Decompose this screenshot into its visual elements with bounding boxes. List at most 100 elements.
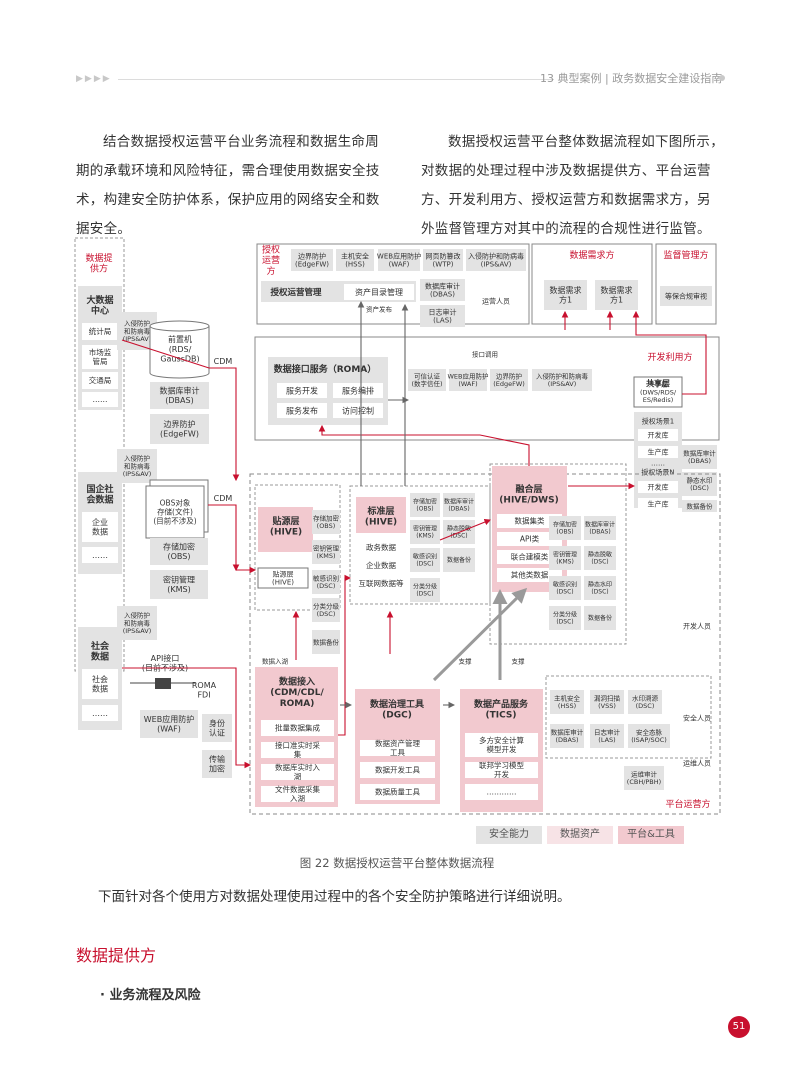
svg-text:等保合规审视: 等保合规审视 — [665, 291, 707, 300]
std-layer-frame — [349, 485, 491, 605]
svg-text:边界防护(EdgeFW): 边界防护(EdgeFW) — [493, 371, 525, 388]
svg-text:…………: ………… — [487, 788, 517, 797]
developer-person-label: 开发人员 — [683, 621, 711, 630]
obs-box — [149, 479, 209, 533]
svg-text:入侵防护和防病毒(IPS&AV): 入侵防护和防病毒(IPS&AV) — [123, 318, 152, 343]
auth-op-mgmt-row — [261, 281, 416, 302]
header-dot — [719, 75, 725, 81]
supervise-title: 监督管理方 — [663, 249, 708, 261]
dev-lib-box: 开发库 — [638, 429, 678, 441]
svg-text:存储加密(OBS): 存储加密(OBS) — [413, 498, 437, 513]
fuse-layer-title: 融合层(HIVE/DWS) — [499, 483, 558, 506]
svg-text:服务编排: 服务编排 — [342, 385, 374, 395]
frontend-db-label: 前置机(RDS/GaussDB) — [160, 334, 199, 363]
ops-person-label: 运维人员 — [683, 758, 711, 767]
share-scene-stack — [634, 412, 682, 508]
svg-text:……: …… — [93, 395, 108, 404]
svg-text:……: …… — [92, 709, 108, 718]
frontend-db — [149, 320, 210, 379]
svg-text:数据库审计(DBAS): 数据库审计(DBAS) — [551, 727, 584, 744]
fuse-chip: 存储加密(OBS) — [549, 516, 581, 540]
svg-text:存储加密(OBS): 存储加密(OBS) — [313, 513, 340, 530]
kms-chip-1: 密钥管理(KMS) — [150, 570, 208, 599]
svg-text:敏感识别(DSC): 敏感识别(DSC) — [413, 553, 437, 568]
svg-text:数据备份: 数据备份 — [687, 501, 714, 510]
std-layer-item: 政务数据 — [356, 540, 406, 555]
svg-text:入侵防护和防病毒(IPS&AV): 入侵防护和防病毒(IPS&AV) — [123, 453, 152, 478]
product-item: 联邦学习模型开发 — [465, 760, 538, 779]
ingest-title: 数据接入(CDM/CDL/ROMA) — [270, 675, 324, 709]
stick-layer-title: 贴源层(HIVE) — [270, 515, 302, 538]
share-dbas-chip: 数据库审计(DBAS) — [682, 445, 717, 469]
svg-text:主机安全(HSS): 主机安全(HSS) — [554, 693, 581, 710]
social-item: 社会数据 — [82, 669, 118, 699]
fuse-chip: 静态脱敏(DSC) — [584, 546, 616, 570]
svg-text:密钥管理(KMS): 密钥管理(KMS) — [163, 575, 195, 595]
support-label-2: 支撑 — [512, 656, 526, 665]
svg-text:开发库: 开发库 — [648, 482, 669, 491]
svg-text:数据需求方1: 数据需求方1 — [601, 285, 633, 305]
svg-text:数据备份: 数据备份 — [313, 637, 340, 646]
svg-text:数据库实时入湖: 数据库实时入湖 — [275, 762, 320, 781]
flow-share-demand — [632, 310, 707, 395]
platform-title: 平台运营方 — [665, 798, 710, 810]
demand-title: 数据需求方 — [569, 249, 614, 261]
svg-text:共享层(DWS/RDS/ES/Redis): 共享层(DWS/RDS/ES/Redis) — [640, 379, 677, 404]
svg-text:数据资产管理工具: 数据资产管理工具 — [375, 738, 420, 757]
social-group — [78, 627, 122, 730]
gov-ent-title: 国企社会数据 — [86, 483, 113, 506]
share-backup-chip: 数据备份 — [682, 500, 717, 512]
svg-text:统计局: 统计局 — [89, 326, 112, 336]
share-layer-db: 共享层(DWS/RDS/ES/Redis) — [633, 376, 683, 408]
svg-text:存储加密(OBS): 存储加密(OBS) — [553, 521, 577, 536]
svg-text:入侵防护和防病毒(IPS&AV): 入侵防护和防病毒(IPS&AV) — [536, 371, 589, 388]
ingest-label: 数据入湖 — [262, 656, 289, 665]
svg-text:日志审计(LAS): 日志审计(LAS) — [429, 307, 457, 324]
std-layer-item: 互联网数据等 — [356, 576, 406, 591]
fuse-layer-frame — [489, 463, 627, 645]
svg-text:传输加密: 传输加密 — [209, 754, 225, 774]
svg-text:数据质量工具: 数据质量工具 — [375, 787, 420, 797]
ingest-item: 接口准实时采集 — [261, 740, 334, 759]
share-watermark-chip: 静态水印(DSC) — [682, 472, 717, 496]
gov-ent-item: …… — [82, 547, 118, 563]
fuse-chip: 数据备份 — [584, 606, 616, 630]
platform-chip: 主机安全(HSS) — [550, 690, 584, 714]
svg-text:数据开发工具: 数据开发工具 — [375, 765, 420, 775]
governance-title: 数据治理工具(DGC) — [370, 698, 424, 721]
bigdata-item: …… — [82, 392, 118, 407]
subsection-heading: · 业务流程及风险 — [100, 988, 201, 1003]
legend-asset: 数据资产 — [547, 826, 613, 844]
svg-text:批量数据集成: 批量数据集成 — [275, 723, 320, 733]
cdm-label-2: CDM — [214, 494, 233, 503]
share-layer-title: 共享层 — [646, 378, 670, 388]
svg-text:敏感识别(DSC): 敏感识别(DSC) — [553, 581, 577, 596]
fuse-layer-item: 联合建模类 — [497, 550, 562, 564]
svg-text:主机安全(HSS): 主机安全(HSS) — [341, 251, 369, 268]
std-layer-db — [356, 497, 406, 533]
support-label-1: 支撑 — [459, 656, 473, 665]
svg-text:静态水印(DSC): 静态水印(DSC) — [687, 475, 713, 492]
svg-text:日志审计(LAS): 日志审计(LAS) — [594, 727, 621, 744]
std-chip: 存储加密(OBS) — [410, 493, 440, 517]
dev-chip: 边界防护(EdgeFW) — [490, 369, 528, 391]
intro-paragraph-left: 结合数据授权运营平台业务流程和数据生命周期的承载环境和风险特征，需合理使用数据安… — [76, 134, 380, 237]
social-item: …… — [82, 705, 118, 721]
flow-frontend — [121, 339, 240, 482]
ips-chip-3: 入侵防护和防病毒(IPS&AV) — [117, 606, 157, 640]
support-arrow-1 — [432, 587, 528, 682]
svg-text:安全态脉(ISAP/SOC): 安全态脉(ISAP/SOC) — [631, 727, 667, 744]
svg-text:WEB应用防护(WAF): WEB应用防护(WAF) — [448, 371, 489, 388]
svg-text:其他类数据: 其他类数据 — [511, 570, 549, 580]
running-header: 13 典型案例 | 政务数据安全建设指南 — [540, 72, 723, 85]
svg-text:……: …… — [92, 551, 108, 560]
bigdata-item: 统计局 — [82, 323, 118, 340]
stick-chip: 数据备份 — [312, 630, 340, 654]
svg-text:联邦学习模型开发: 联邦学习模型开发 — [479, 760, 524, 779]
svg-text:密钥管理(KMS): 密钥管理(KMS) — [553, 551, 577, 566]
supervise-frame — [655, 243, 717, 325]
ingest-item: 批量数据集成 — [261, 720, 334, 736]
auth-op-title: 授权运营方 — [262, 243, 280, 277]
svg-text:政务数据: 政务数据 — [366, 542, 396, 552]
